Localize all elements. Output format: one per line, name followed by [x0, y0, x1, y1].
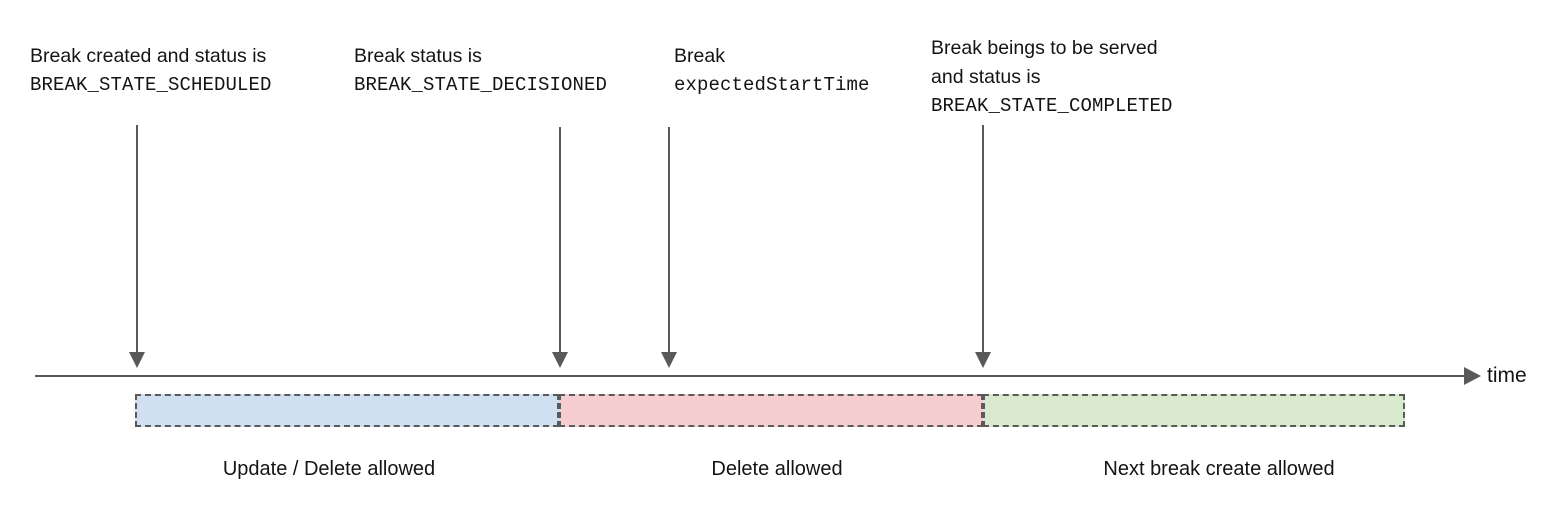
- event-label-line: Break created and status is: [30, 45, 267, 67]
- arrow-head-icon: [129, 352, 145, 368]
- event-label-line: Break: [674, 45, 725, 67]
- event-label-state: BREAK_STATE_DECISIONED: [354, 74, 608, 96]
- time-axis-arrow-icon: [1464, 367, 1481, 385]
- time-axis-label: time: [1487, 364, 1527, 387]
- event-label-break-completed: Break beings to be served and status is …: [931, 34, 1173, 121]
- event-label-line: Break beings to be served: [931, 37, 1158, 59]
- arrow-shaft: [136, 125, 138, 353]
- arrow-shaft: [982, 125, 984, 353]
- phase-caption-delete-allowed: Delete allowed: [711, 458, 843, 480]
- phase-bar-delete-allowed: [559, 394, 983, 427]
- arrow-shaft: [668, 127, 670, 353]
- event-marker-arrow-break-decisioned: [551, 127, 569, 368]
- phase-caption-update-delete-allowed: Update / Delete allowed: [222, 458, 436, 480]
- event-label-line: and status is: [931, 66, 1041, 88]
- event-marker-arrow-break-expected-start-time: [660, 127, 678, 368]
- event-label-state: BREAK_STATE_SCHEDULED: [30, 74, 272, 96]
- arrow-head-icon: [661, 352, 677, 368]
- arrow-head-icon: [975, 352, 991, 368]
- event-label-state: BREAK_STATE_COMPLETED: [931, 95, 1173, 117]
- event-marker-arrow-break-created: [128, 125, 146, 368]
- event-label-field: expectedStartTime: [674, 74, 870, 96]
- event-label-break-created: Break created and status is BREAK_STATE_…: [30, 42, 272, 100]
- event-marker-arrow-break-completed: [974, 125, 992, 368]
- phase-bar-update-delete-allowed: [135, 394, 559, 427]
- phase-caption-next-break-create-allowed: Next break create allowed: [1103, 458, 1335, 480]
- event-label-line: Break status is: [354, 45, 482, 67]
- event-label-break-expected-start-time: Break expectedStartTime: [674, 42, 870, 100]
- arrow-head-icon: [552, 352, 568, 368]
- event-label-break-decisioned: Break status is BREAK_STATE_DECISIONED: [354, 42, 607, 100]
- time-axis-line: [35, 375, 1472, 377]
- phase-bar-next-break-create-allowed: [983, 394, 1405, 427]
- arrow-shaft: [559, 127, 561, 353]
